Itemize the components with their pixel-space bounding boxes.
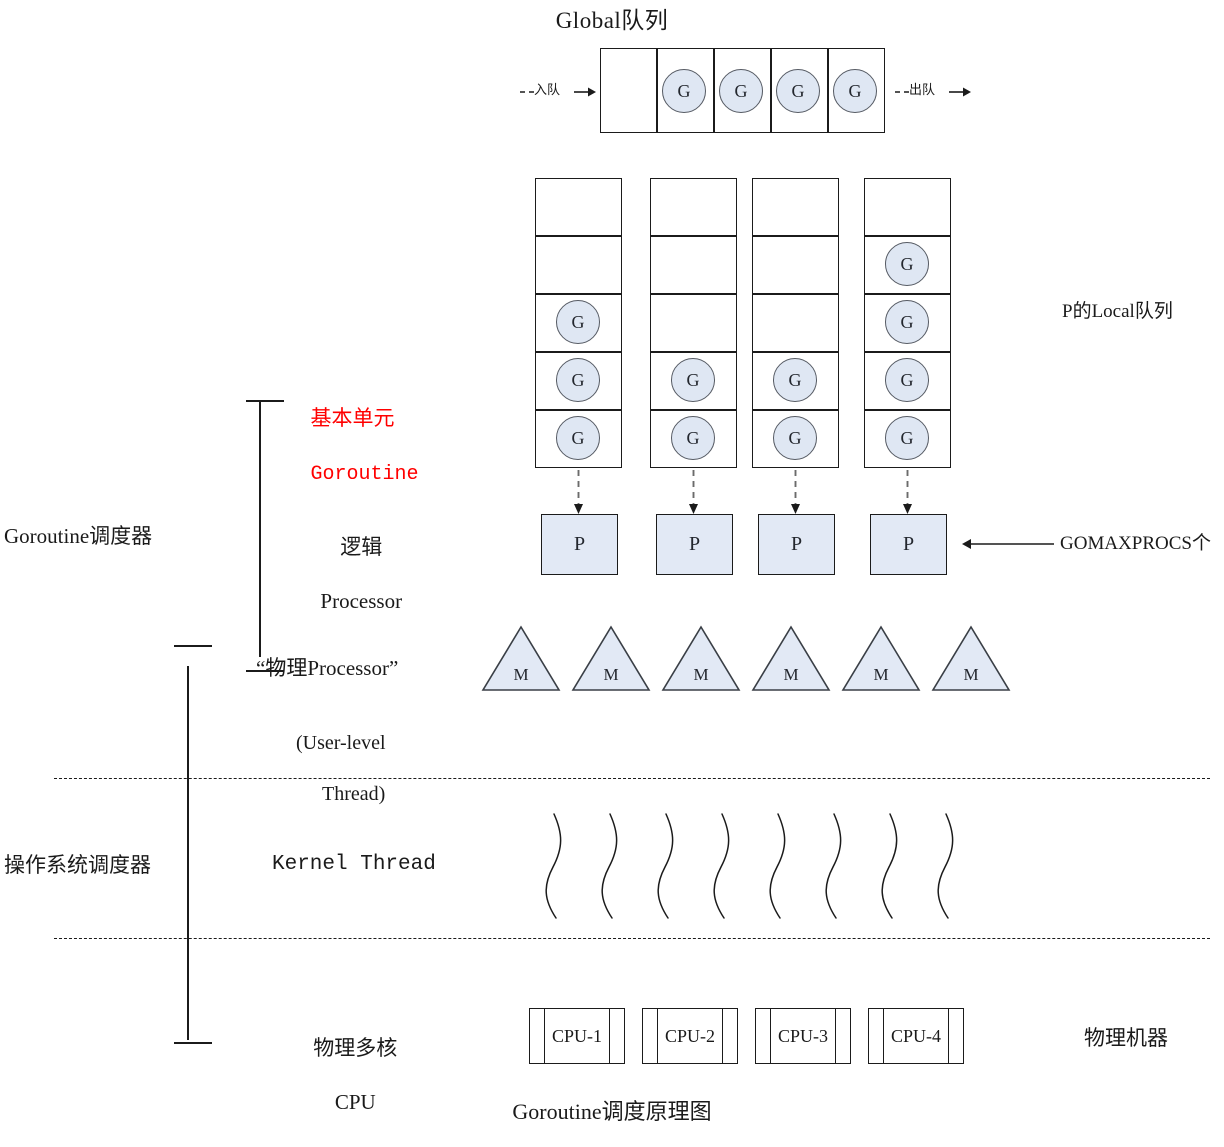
svg-text:M: M [783,665,798,684]
divider-userspace-kernel [54,778,1210,779]
svg-text:M: M [963,665,978,684]
local-queue-cell [650,294,737,352]
goroutine-token: G [671,416,715,460]
cpu-core-box: CPU-1 [529,1008,625,1064]
local-queue-cell [752,178,839,236]
local-queue-cell [752,236,839,294]
goroutine-token: G [719,69,763,113]
svg-text:M: M [603,665,618,684]
machine-triangle-row: M M M M M M [480,624,1025,696]
goroutine-token: G [885,242,929,286]
cpu-core-box: CPU-2 [642,1008,738,1064]
bracket-tick-bottom-outer [174,1042,212,1044]
user-level-line1: (User-level [296,731,386,754]
dequeue-label: 出队 [909,82,936,97]
global-queue: G G G G [600,48,885,133]
kernel-thread-squiggles [540,812,1000,922]
dequeue-arrow [893,78,971,104]
physical-cpu-label: 物理多核 CPU [286,1008,414,1116]
local-queue-cell [650,178,737,236]
local-queue-column: G G G [535,178,622,468]
basic-unit-line1: 基本单元 [310,405,395,430]
svg-text:M: M [873,665,888,684]
goroutine-token: G [773,416,817,460]
goroutine-token: G [885,416,929,460]
logic-processor-label-line2: Processor [320,588,403,613]
cpu-core-box: CPU-3 [755,1008,851,1064]
bracket-tick-top-outer [174,645,212,647]
local-queue-cell [864,178,951,236]
global-queue-cell [600,48,657,133]
local-queue-cell [752,294,839,352]
global-queue-title: Global队列 [555,8,669,33]
goroutine-token: G [556,358,600,402]
gomaxprocs-arrow [962,532,1054,556]
bracket-tick-bottom-inner [246,670,284,672]
physical-cpu-line1: 物理多核 [313,1035,398,1060]
kernel-thread-label: Kernel Thread [272,853,436,876]
physical-machine-label: 物理机器 [1084,1026,1168,1050]
goroutine-token: G [885,358,929,402]
local-queue-right-label: P的Local队列 [1062,301,1173,322]
physical-processor-label: “物理Processor” [256,656,399,680]
physical-cpu-line2: CPU [334,1089,376,1114]
cpu-core-label: CPU-1 [543,1009,610,1063]
gomaxprocs-label: GOMAXPROCS个 [1060,533,1211,554]
processor-box: P [541,514,618,575]
user-level-line2: Thread) [322,782,386,805]
cpu-core-label: CPU-4 [882,1009,949,1063]
os-scheduler-label: 操作系统调度器 [4,853,151,877]
enqueue-arrow [518,78,596,104]
svg-text:M: M [693,665,708,684]
user-level-thread-label: (User-level Thread) [286,705,436,807]
goroutine-token: G [671,358,715,402]
cpu-core-label: CPU-3 [769,1009,836,1063]
divider-kernel-hardware [54,938,1210,939]
svg-text:M: M [513,665,528,684]
goroutine-token: G [556,416,600,460]
bracket-line-outer [187,666,189,1040]
bracket-line-inner [259,401,261,657]
local-queue-column: G G [752,178,839,468]
goroutine-scheduler-label: Goroutine调度器 [4,524,153,548]
goroutine-token: G [833,69,877,113]
diagram-caption: Goroutine调度原理图 [512,1099,712,1124]
logic-processor-label-line1: 逻辑 [340,534,383,559]
goroutine-token: G [556,300,600,344]
local-queue-cell [650,236,737,294]
goroutine-token: G [776,69,820,113]
processor-box: P [870,514,947,575]
logic-processor-label: 逻辑 Processor [296,507,416,615]
cpu-core-box: CPU-4 [868,1008,964,1064]
bracket-tick-top-inner [246,400,284,402]
basic-unit-label: 基本单元 Goroutine [300,378,419,487]
basic-unit-line2: Goroutine [310,462,419,486]
goroutine-token: G [773,358,817,402]
local-queue-column: G G G G [864,178,951,468]
local-queue-column: G G [650,178,737,468]
processor-box: P [758,514,835,575]
processor-box: P [656,514,733,575]
enqueue-label: 入队 [534,82,561,97]
goroutine-token: G [885,300,929,344]
local-queue-cell [535,236,622,294]
cpu-core-label: CPU-2 [656,1009,723,1063]
local-queue-cell [535,178,622,236]
goroutine-token: G [662,69,706,113]
